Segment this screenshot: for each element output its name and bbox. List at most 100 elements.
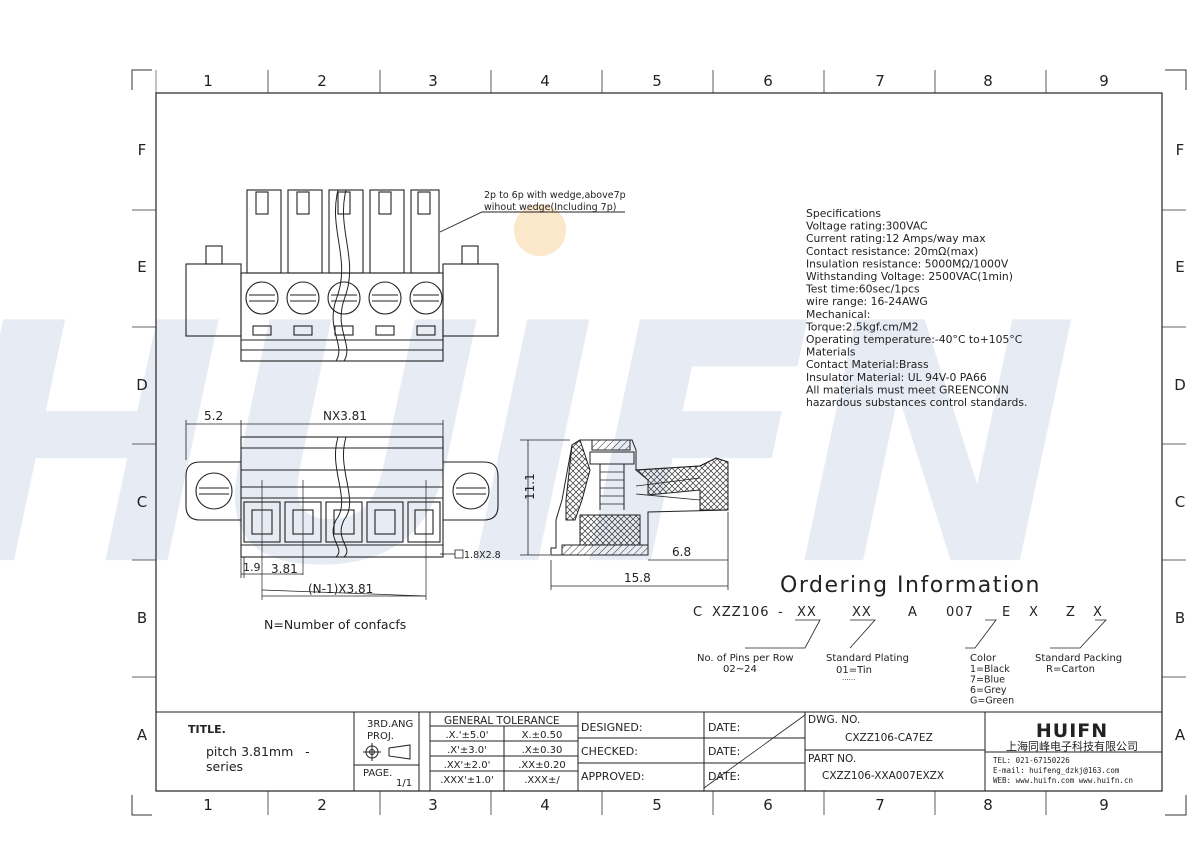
front-view-left-flange	[185, 461, 241, 521]
row-ref-left-C: C	[137, 493, 147, 511]
spec-line: Operating temperature:-40°C to+105°C	[806, 333, 1022, 346]
title-block	[156, 711, 1162, 791]
ordering-code-part: X	[1029, 605, 1039, 620]
inner-border	[155, 92, 1163, 792]
watermark-dot	[514, 204, 566, 256]
test-windows	[252, 325, 436, 336]
row-ref-right-E: E	[1175, 258, 1184, 276]
row-ref-right-A: A	[1175, 726, 1186, 744]
dim-small: 1.9	[243, 561, 261, 574]
screw-heads	[245, 281, 443, 315]
row-ref-left-A: A	[137, 726, 148, 744]
packing-label: Standard Packing	[1035, 653, 1122, 664]
color-value: 6=Grey	[970, 685, 1007, 696]
page-value: 1/1	[396, 778, 412, 789]
ordering-code-part: XX	[797, 605, 817, 620]
proj-label-2: PROJ.	[367, 731, 394, 742]
company-web: WEB: www.huifn.com www.huifn.cn	[993, 776, 1133, 785]
spec-line: Torque:2.5kgf.cm/M2	[805, 320, 919, 333]
column-ref-bottom-5: 5	[652, 796, 662, 814]
title-block-text: TITLE. pitch 3.81mm - series 3RD.ANG PRO…	[188, 714, 1138, 789]
tolerance-linear: .XX±0.20	[518, 760, 566, 771]
spec-line: Materials	[806, 346, 856, 359]
watermark-text: HUIFN	[0, 253, 1105, 638]
page-label: PAGE.	[363, 768, 392, 779]
wedge-note-line2: wihout wedge(Including 7p)	[484, 202, 616, 213]
dim-width: 15.8	[624, 571, 651, 585]
dim-pitch: 3.81	[271, 562, 298, 576]
dim-left: 5.2	[204, 409, 223, 423]
dim-height: 11.1	[523, 473, 537, 500]
side-view-dimensions	[520, 439, 729, 590]
column-ref-bottom-2: 2	[317, 796, 327, 814]
column-ref-bottom-3: 3	[428, 796, 438, 814]
row-ref-right-D: D	[1174, 376, 1186, 394]
tolerance-angle: .XXX'±1.0'	[440, 775, 494, 786]
ordering-code-part: XZZ106	[712, 605, 770, 620]
title-line2: series	[206, 759, 243, 774]
color-value: 7=Blue	[970, 675, 1005, 686]
spec-line: Contact resistance: 20mΩ(max)	[806, 245, 978, 258]
ordering-code-part: 007	[946, 605, 974, 620]
pins-label: No. of Pins per Row	[697, 653, 794, 664]
company-name: 上海同峰电子科技有限公司	[1006, 739, 1138, 753]
spec-line: All materials must meet GREENCONN	[806, 383, 1009, 396]
color-value: 1=Black	[970, 664, 1010, 675]
top-view	[185, 189, 625, 362]
tolerance-angle: .X'±3.0'	[447, 745, 487, 756]
column-ref-bottom-4: 4	[540, 796, 550, 814]
column-ref-top-3: 3	[428, 72, 438, 90]
plating-dots: ......	[842, 674, 855, 682]
wedge-leader	[439, 211, 625, 233]
company-email: E-mail: huifeng_dzkj@163.com	[993, 766, 1120, 775]
row-ref-left-B: B	[137, 609, 147, 627]
column-ref-bottom-9: 9	[1099, 796, 1109, 814]
side-view	[520, 439, 729, 590]
column-ref-bottom-7: 7	[875, 796, 885, 814]
spec-line: Specifications	[806, 207, 881, 220]
title-label: TITLE.	[188, 723, 226, 736]
ordering-title: Ordering Information	[780, 573, 1041, 598]
spec-line: Insulation resistance: 5000MΩ/1000V	[806, 257, 1009, 270]
row-ref-right-C: C	[1175, 493, 1185, 511]
ordering-code-part: X	[1093, 605, 1103, 620]
column-ref-top-7: 7	[875, 72, 885, 90]
spec-line: Mechanical:	[806, 308, 870, 321]
spec-line: Current rating:12 Amps/way max	[806, 232, 986, 245]
color-value: G=Green	[970, 696, 1014, 707]
tolerance-angle: .X.'±5.0'	[446, 730, 489, 741]
company-logo: HUIFN	[1036, 720, 1108, 742]
tolerance-header: GENERAL TOLERANCE	[444, 715, 560, 727]
spec-line: wire range: 16-24AWG	[806, 295, 928, 308]
spec-line: Insulator Material: UL 94V-0 PA66	[806, 371, 987, 384]
spec-line: Voltage rating:300VAC	[806, 220, 928, 233]
column-ref-top-5: 5	[652, 72, 662, 90]
tolerance-linear: .X±0.30	[522, 745, 563, 756]
column-ref-top-8: 8	[983, 72, 993, 90]
packing-value: R=Carton	[1046, 664, 1095, 675]
date-label-2: DATE:	[708, 745, 740, 758]
tolerance-rows: .X.'±5.0'X.±0.50.X'±3.0'.X±0.30.XX'±2.0'…	[440, 730, 566, 786]
proj-label-1: 3RD.ANG	[367, 719, 413, 730]
date-label-1: DATE:	[708, 721, 740, 734]
dim-top: NX3.81	[323, 409, 367, 423]
column-ref-top-4: 4	[540, 72, 550, 90]
outer-frame	[131, 69, 1187, 816]
tolerance-linear: .XXX±/	[524, 775, 560, 786]
column-ref-bottom-1: 1	[203, 796, 213, 814]
ordering-code-part: Z	[1066, 605, 1076, 620]
front-view-dimensions	[185, 420, 455, 597]
column-ref-bottom-6: 6	[763, 796, 773, 814]
column-ref-top-2: 2	[317, 72, 327, 90]
column-ref-top-6: 6	[763, 72, 773, 90]
dim-span: (N-1)X3.81	[308, 582, 373, 596]
watermark: HUIFN	[0, 204, 1105, 638]
company-tel: TEL: 021-67150226	[993, 756, 1070, 765]
